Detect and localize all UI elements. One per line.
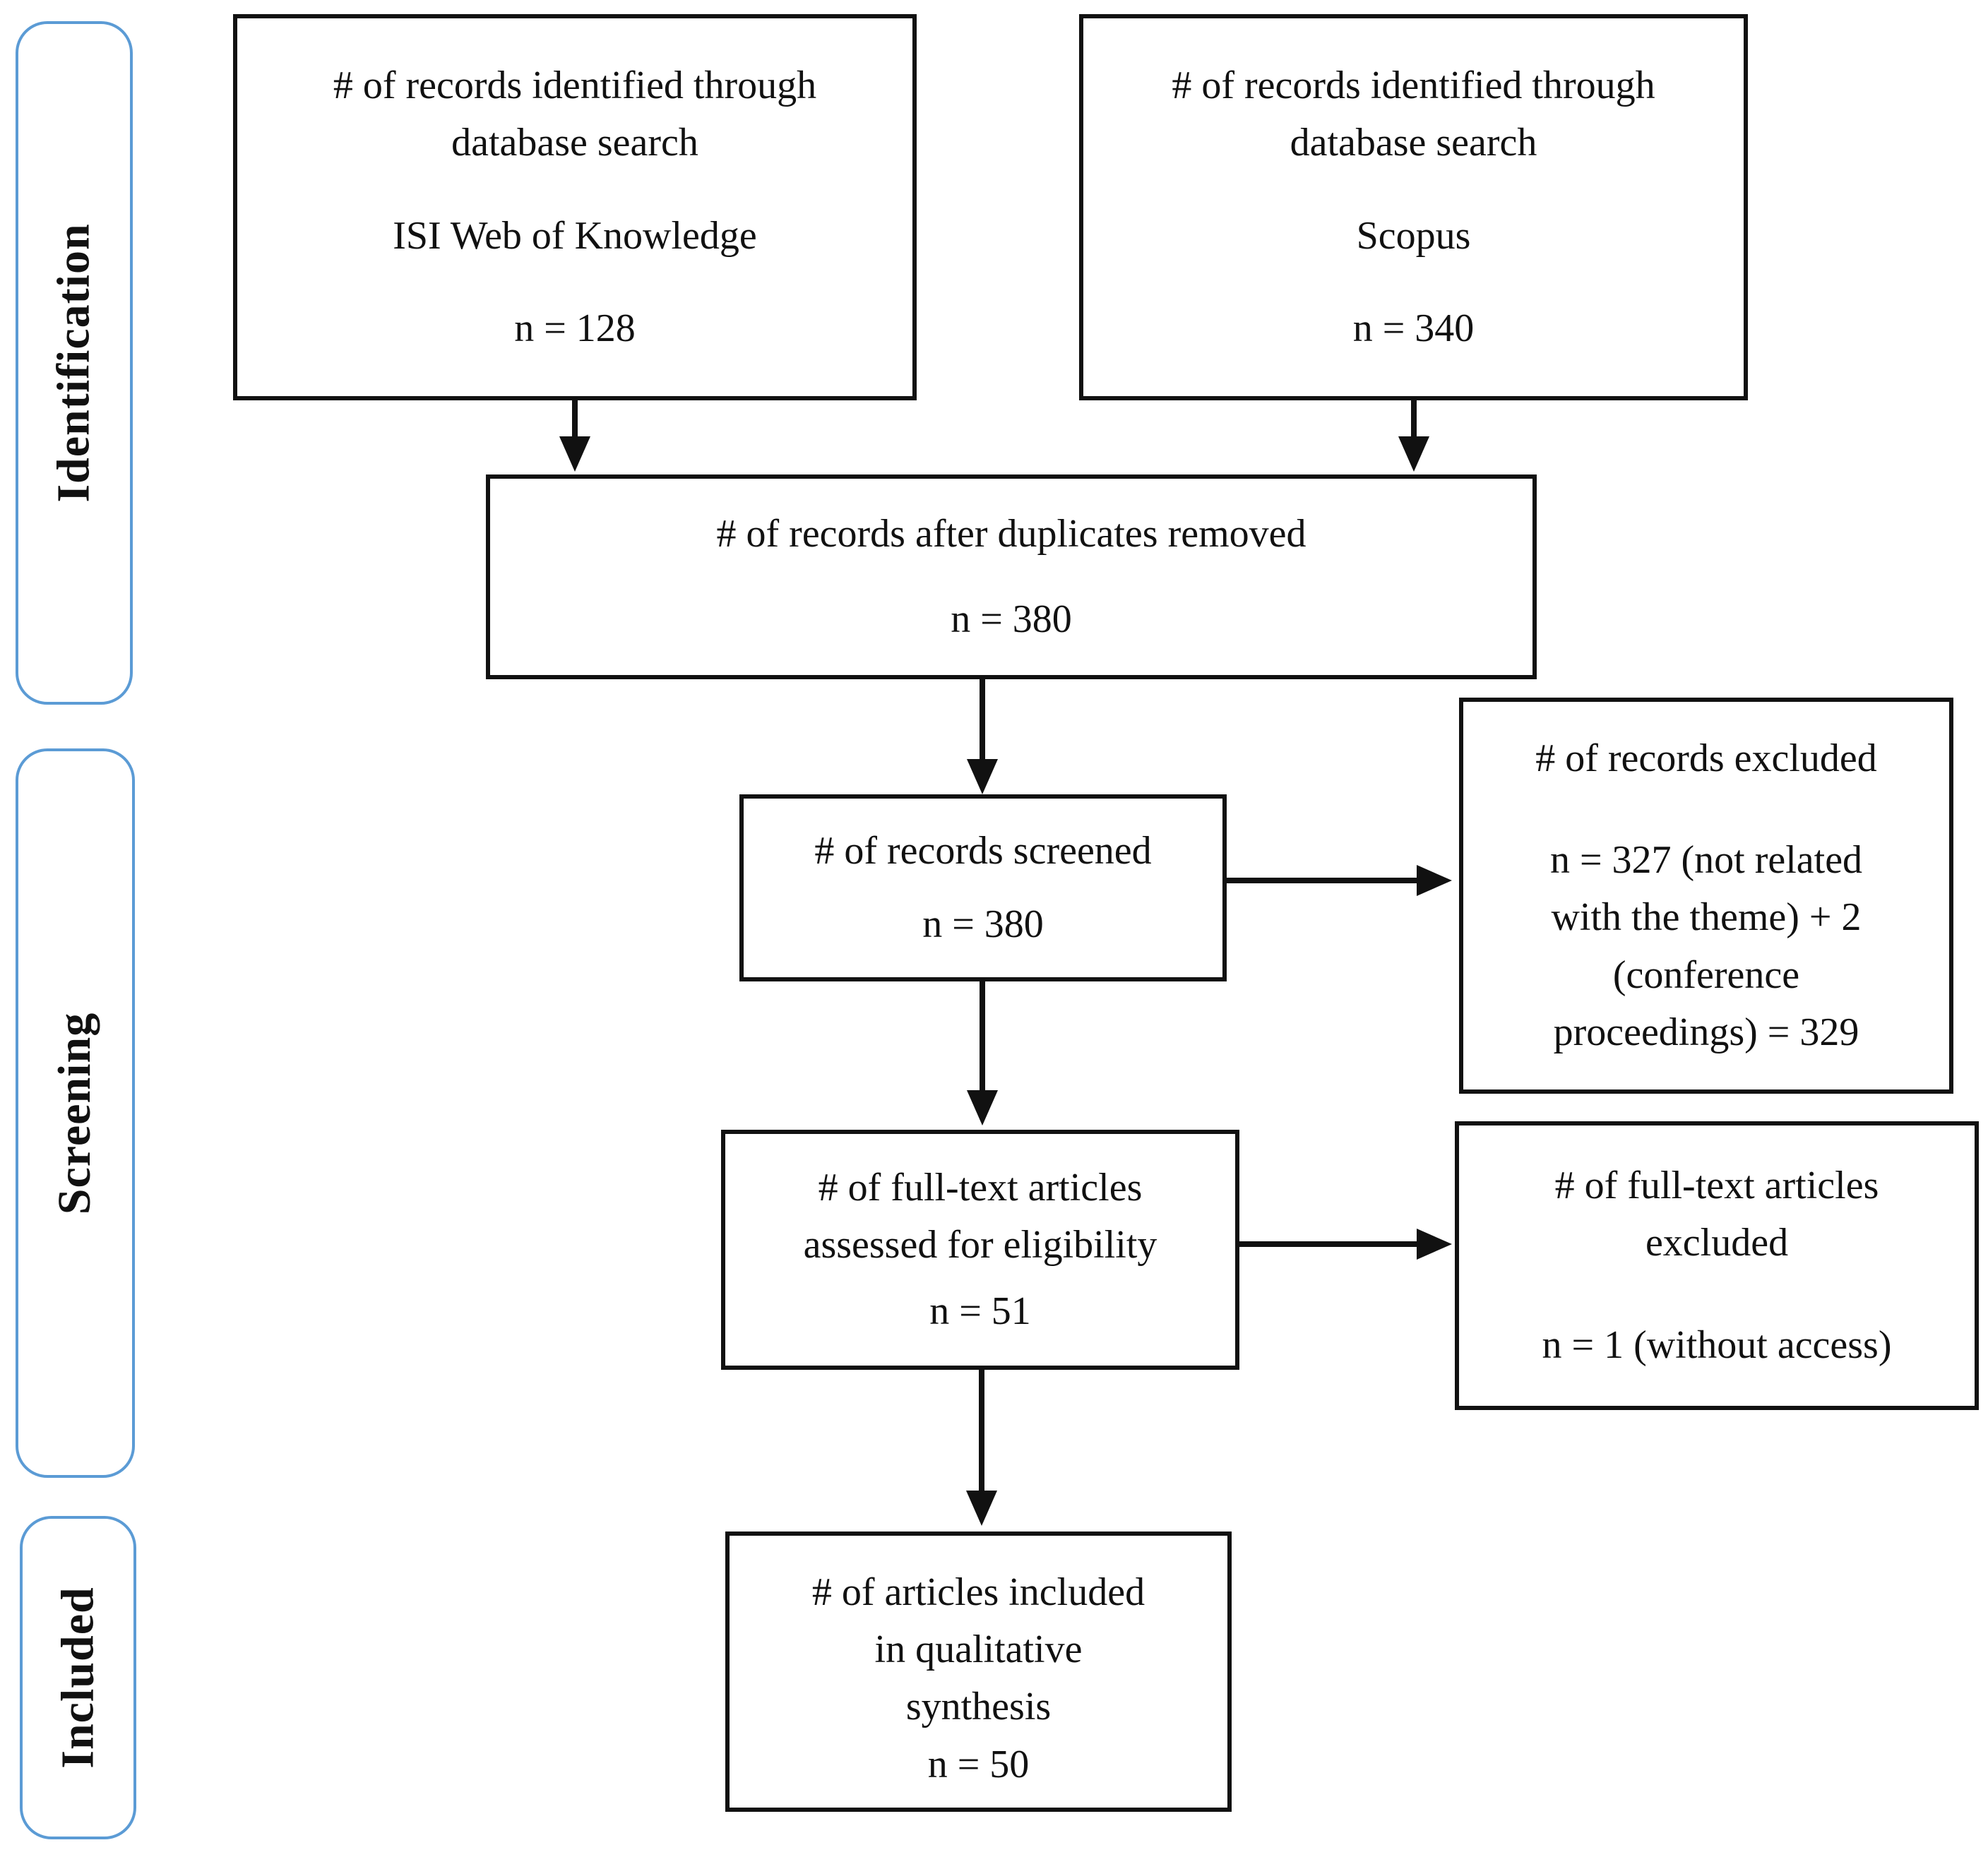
box-included-qualitative: # of articles included in qualitative sy… <box>725 1531 1232 1812</box>
box-fulltext-excluded: # of full-text articles excluded n = 1 (… <box>1455 1121 1979 1410</box>
arrow-screened-to-fulltext-line <box>980 981 985 1093</box>
box-fulltext-assessed-title: # of full-text articles assessed for eli… <box>803 1166 1157 1267</box>
box-fulltext-assessed-count: n = 51 <box>929 1289 1031 1333</box>
box-included-qualitative-title: # of articles included in qualitative sy… <box>811 1570 1145 1729</box>
box-records-identified-scopus-title: # of records identified through database… <box>1172 64 1655 165</box>
box-records-identified-isi-source: ISI Web of Knowledge <box>393 213 757 258</box>
stage-screening: Screening <box>16 748 135 1478</box>
box-records-identified-scopus-source: Scopus <box>1356 213 1471 258</box>
box-records-identified-isi: # of records identified through database… <box>233 14 917 400</box>
box-records-screened: # of records screened n = 380 <box>739 794 1227 981</box>
arrow-fulltext-to-included-line <box>979 1370 984 1493</box>
stage-identification-label: Identification <box>48 223 100 503</box>
box-after-duplicates-removed: # of records after duplicates removed n … <box>486 474 1537 679</box>
box-fulltext-excluded-title: # of full-text articles excluded <box>1554 1164 1879 1265</box>
box-records-identified-isi-title: # of records identified through database… <box>333 64 817 165</box>
box-records-excluded-title: # of records excluded <box>1535 736 1877 780</box>
arrow-scopus-to-duplicates-line <box>1411 400 1417 440</box>
arrow-fulltext-to-ftexcluded-head-icon <box>1417 1229 1452 1260</box>
box-records-excluded: # of records excluded n = 327 (not relat… <box>1459 698 1953 1094</box>
arrow-screened-to-excluded-line <box>1227 878 1419 883</box>
arrow-fulltext-to-included-head-icon <box>966 1491 997 1526</box>
box-records-excluded-count: n = 327 (not related with the theme) + 2… <box>1549 838 1863 1054</box>
box-after-duplicates-removed-title: # of records after duplicates removed <box>716 512 1307 556</box>
arrow-duplicates-to-screened-line <box>980 679 985 763</box>
box-records-identified-scopus-count: n = 340 <box>1352 306 1475 350</box>
arrow-isi-to-duplicates-line <box>572 400 578 440</box>
stage-screening-label: Screening <box>49 1012 101 1214</box>
box-after-duplicates-removed-count: n = 380 <box>951 597 1072 641</box>
box-records-screened-count: n = 380 <box>922 902 1044 946</box>
stage-identification: Identification <box>16 21 133 705</box>
arrow-fulltext-to-ftexcluded-line <box>1239 1241 1419 1247</box>
arrow-screened-to-fulltext-head-icon <box>967 1090 998 1125</box>
stage-included-label: Included <box>52 1587 104 1769</box>
arrow-scopus-to-duplicates-head-icon <box>1398 436 1429 472</box>
box-fulltext-assessed: # of full-text articles assessed for eli… <box>721 1130 1239 1370</box>
arrow-duplicates-to-screened-head-icon <box>967 759 998 794</box>
box-records-identified-scopus: # of records identified through database… <box>1079 14 1748 400</box>
box-records-screened-title: # of records screened <box>814 829 1152 873</box>
stage-included: Included <box>20 1516 136 1839</box>
box-fulltext-excluded-count: n = 1 (without access) <box>1542 1322 1892 1367</box>
box-included-qualitative-count: n = 50 <box>927 1742 1030 1786</box>
box-records-identified-isi-count: n = 128 <box>514 306 636 350</box>
arrow-screened-to-excluded-head-icon <box>1417 865 1452 896</box>
arrow-isi-to-duplicates-head-icon <box>559 436 590 472</box>
